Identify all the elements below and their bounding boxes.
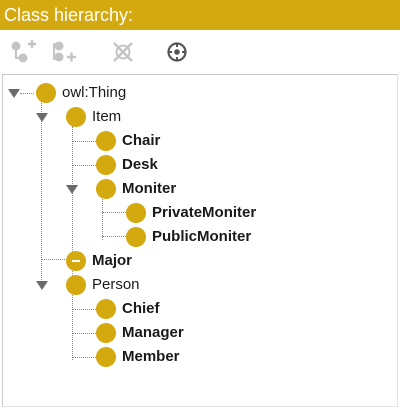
tree-node-label: Person — [92, 276, 140, 293]
toolbar — [0, 30, 400, 74]
tree-connector — [72, 333, 96, 334]
class-icon — [96, 131, 116, 151]
tree-connector — [72, 309, 96, 310]
tree-connector — [72, 141, 96, 142]
class-icon — [96, 299, 116, 319]
tree-connector — [41, 101, 42, 284]
tree-connector — [72, 295, 73, 360]
tree-node-label: owl:Thing — [62, 84, 127, 101]
class-icon — [96, 347, 116, 367]
class-icon — [66, 107, 86, 127]
tree-node-label: Member — [122, 348, 180, 365]
search-class-icon[interactable] — [164, 39, 190, 65]
tree-connector — [102, 236, 126, 237]
tree-node-label: Desk — [122, 156, 158, 173]
collapse-toggle-icon[interactable] — [66, 185, 78, 194]
add-sibling-class-icon[interactable] — [52, 39, 78, 65]
class-icon — [126, 203, 146, 223]
tree-connector — [72, 165, 96, 166]
tree-node-label: Chief — [122, 300, 160, 317]
collapse-toggle-icon[interactable] — [8, 89, 20, 98]
tree-connector — [72, 126, 73, 360]
collapse-toggle-icon[interactable] — [36, 113, 48, 122]
add-subclass-icon[interactable] — [10, 39, 36, 65]
tree-node-label: Item — [92, 108, 122, 125]
tree-connector — [20, 93, 34, 94]
tree-node-label: Moniter — [122, 180, 177, 197]
class-icon — [96, 155, 116, 175]
panel-title: Class hierarchy: — [0, 0, 400, 30]
tree-connector — [41, 259, 65, 260]
tree-node-label: PublicMoniter — [152, 228, 252, 245]
class-icon — [66, 275, 86, 295]
class-tree: owl:Thing Item Chair Desk Moniter Privat… — [2, 74, 398, 407]
delete-class-icon[interactable] — [110, 39, 136, 65]
class-icon — [96, 179, 116, 199]
class-icon — [126, 227, 146, 247]
tree-connector — [102, 212, 126, 213]
equivalent-class-icon — [66, 251, 86, 271]
tree-connector — [102, 199, 103, 240]
tree-node-label: Manager — [122, 324, 184, 341]
tree-node-label: Major — [92, 252, 133, 269]
class-icon — [36, 83, 56, 103]
collapse-toggle-icon[interactable] — [36, 281, 48, 290]
tree-node-label: PrivateMoniter — [152, 204, 257, 221]
tree-connector — [72, 357, 96, 358]
tree-node-label: Chair — [122, 132, 161, 149]
class-icon — [96, 323, 116, 343]
